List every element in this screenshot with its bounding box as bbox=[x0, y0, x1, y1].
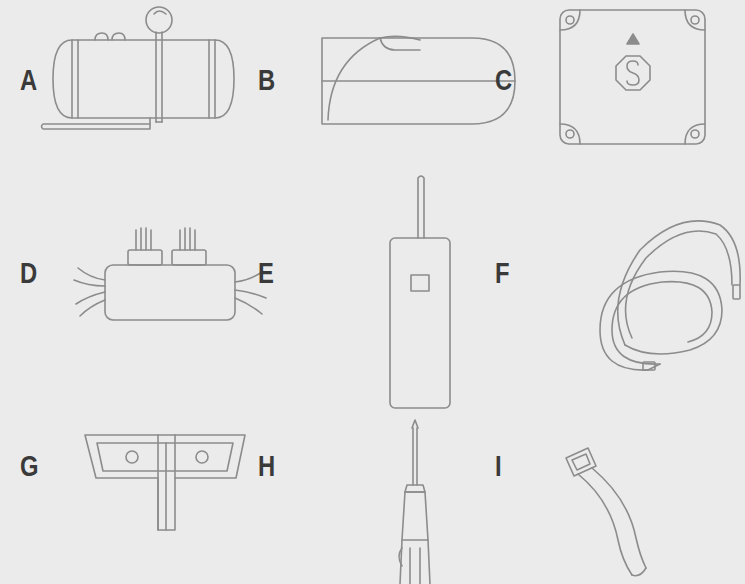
screwdriver bbox=[399, 420, 430, 584]
part-letter: I bbox=[495, 452, 502, 481]
part-letter: D bbox=[20, 259, 37, 288]
part-letter: G bbox=[20, 452, 39, 481]
coiled-cable bbox=[600, 221, 740, 370]
part-letter: E bbox=[258, 259, 274, 288]
remote-transmitter bbox=[390, 176, 450, 408]
adhesive-pad bbox=[322, 36, 515, 124]
mounting-plate bbox=[560, 10, 705, 144]
part-letter: A bbox=[20, 66, 37, 95]
part-letter: C bbox=[495, 66, 512, 95]
part-letter: F bbox=[495, 259, 510, 288]
capsule-device bbox=[42, 7, 235, 129]
velcro-strap bbox=[566, 448, 646, 576]
part-letter: B bbox=[258, 66, 275, 95]
part-letter: H bbox=[258, 452, 275, 481]
junction-box bbox=[74, 228, 266, 320]
mounting-bracket bbox=[85, 435, 245, 530]
